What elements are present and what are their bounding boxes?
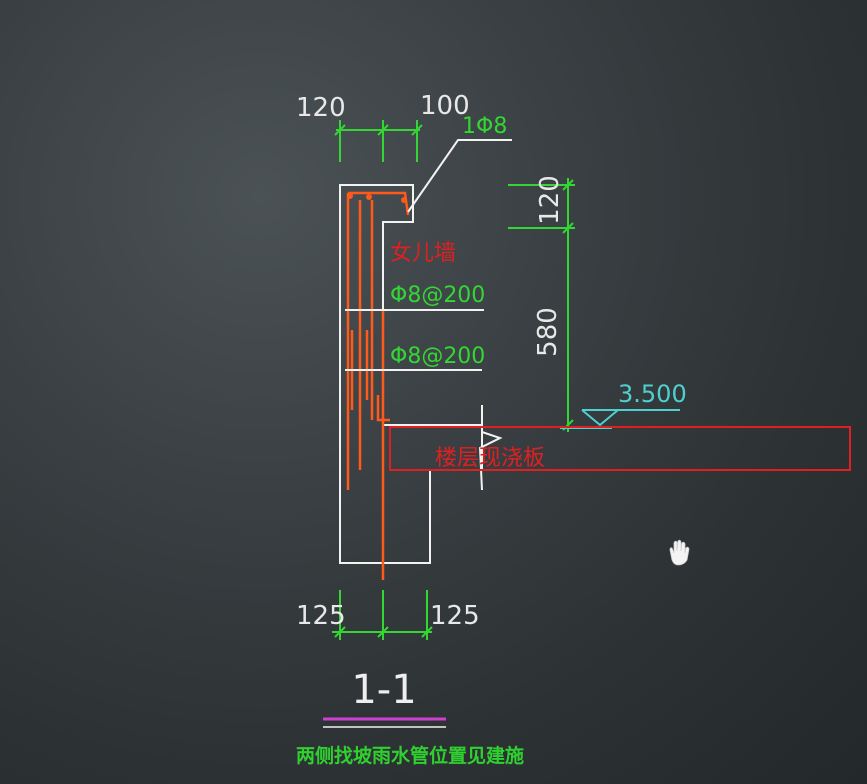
rebar-lower-text: Φ8@200 <box>390 344 485 369</box>
wall-label: 女儿墙 <box>390 241 456 266</box>
rebar-stirrup-top <box>348 191 410 216</box>
section-title: 1-1 <box>351 667 416 713</box>
elevation-text: 3.500 <box>618 380 687 408</box>
slab-label: 楼层现浇板 <box>435 446 545 471</box>
rebar-top-leader <box>407 139 512 213</box>
dimension-right <box>508 178 575 432</box>
rebar-dots <box>347 193 407 203</box>
slab-highlight-box <box>389 426 851 471</box>
dim-bottom-left-text: 125 <box>296 601 346 631</box>
note-text: 两侧找坡雨水管位置见建施 <box>296 744 524 767</box>
slab-break-line <box>478 405 503 491</box>
dim-right-main-text: 580 <box>533 307 563 357</box>
dimension-top <box>334 120 423 162</box>
rebar-top-text: 1Φ8 <box>462 114 507 139</box>
dimension-bottom <box>332 590 433 640</box>
dim-top-left-text: 120 <box>296 93 346 123</box>
dim-top-right-text: 100 <box>420 91 470 121</box>
rebar-hook-slab <box>376 395 390 422</box>
elevation-marker <box>560 409 680 429</box>
rebar-upper-text: Φ8@200 <box>390 283 485 308</box>
hand-cursor-icon <box>669 539 690 566</box>
dim-right-top-text: 120 <box>535 175 565 225</box>
dim-bottom-right-text: 125 <box>430 601 480 631</box>
